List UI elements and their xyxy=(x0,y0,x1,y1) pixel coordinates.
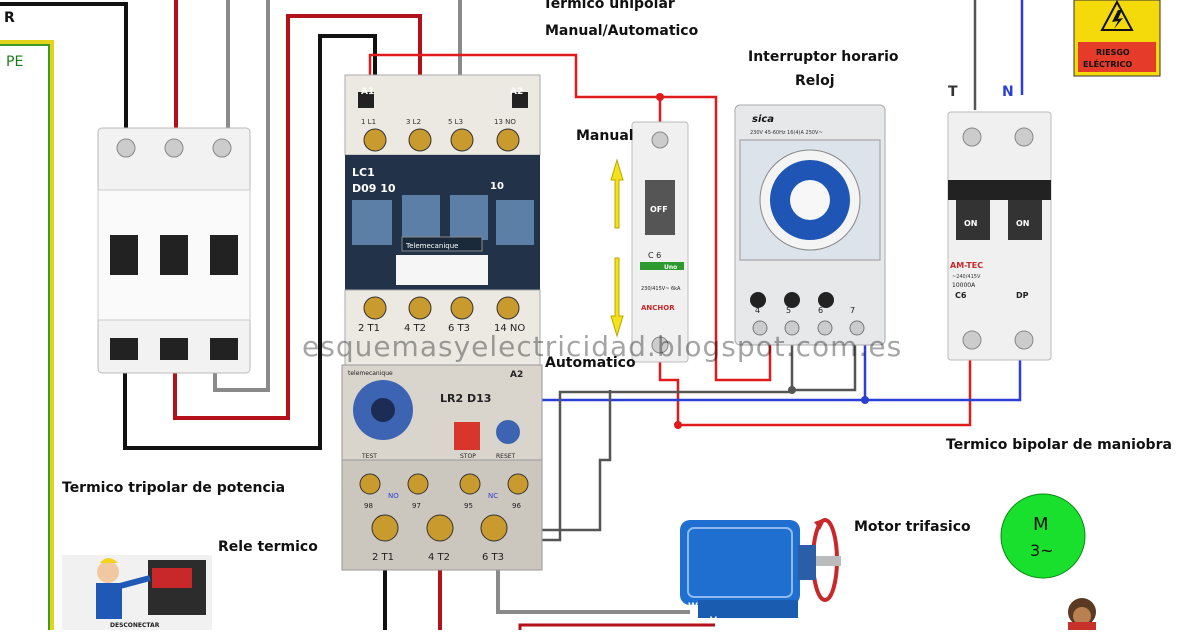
tripolar-breaker xyxy=(97,127,251,374)
overload-relay-model: LR2 D13 xyxy=(440,392,491,405)
motor-picture xyxy=(680,518,841,618)
bipolar-capacity: 10000A xyxy=(952,282,976,289)
overload-relay-contact-nc: NC xyxy=(488,492,498,500)
unipolar-series: Uno xyxy=(664,264,677,271)
contactor-top-terminal-4: 13 NO xyxy=(494,118,516,126)
reloj-label: Reloj xyxy=(795,73,835,89)
timer-terminal-6: 6 xyxy=(818,306,823,315)
person-avatar xyxy=(1068,598,1096,630)
contactor-bottom-terminal-3: 6 T3 xyxy=(448,323,470,334)
termico-unipolar-label: Termico unipolar xyxy=(543,0,675,12)
bipolar-breaker xyxy=(947,111,1052,361)
contactor-brand: Telemecanique xyxy=(405,242,458,250)
electrical-hazard-sign xyxy=(1073,0,1161,77)
bipolar-voltage: ~240/415V xyxy=(952,274,981,280)
timer-spec: 230V 45-60Hz 16(4)A 250V~ xyxy=(750,130,823,136)
timer-brand: sica xyxy=(752,114,774,125)
overload-relay-contact-98: 98 xyxy=(364,502,373,510)
overload-relay-contact-no: NO xyxy=(388,492,399,500)
overload-relay-output-3: 6 T3 xyxy=(482,552,504,563)
contactor-model-line2: D09 10 xyxy=(352,182,396,195)
warning-line1: RIESGO xyxy=(1096,48,1130,57)
motor-v-label: V xyxy=(710,616,717,626)
timer-terminal-5: 5 xyxy=(786,306,791,315)
overload-relay xyxy=(341,364,543,571)
motor-symbol-phase: 3~ xyxy=(1030,541,1054,560)
overload-relay-contact-97: 97 xyxy=(412,502,421,510)
automatico-arrow xyxy=(610,257,624,338)
bipolar-on-2: ON xyxy=(1016,219,1030,228)
interruptor-horario-label: Interruptor horario xyxy=(748,49,899,65)
unipolar-brand: ANCHOR xyxy=(641,304,675,312)
bipolar-on-1: ON xyxy=(964,219,978,228)
bipolar-type: DP xyxy=(1016,291,1029,300)
rele-termico-label: Rele termico xyxy=(218,539,318,555)
motor-wires xyxy=(383,565,715,630)
unipolar-rating: C 6 xyxy=(648,251,661,260)
timer-terminal-4: 4 xyxy=(755,306,760,315)
overload-relay-brand: telemecanique xyxy=(348,370,393,377)
contactor-aux-number: 10 xyxy=(490,181,504,192)
overload-relay-stop: STOP xyxy=(460,453,476,460)
manual-automatico-label: Manual/Automatico xyxy=(545,23,699,39)
overload-relay-output-1: 2 T1 xyxy=(372,552,394,563)
contactor-top-terminal-3: 5 L3 xyxy=(448,118,463,126)
overload-relay-contact-95: 95 xyxy=(464,502,473,510)
motor-trifasico-label: Motor trifasico xyxy=(854,519,971,535)
contactor-bottom-terminal-1: 2 T1 xyxy=(358,323,380,334)
automatico-label: Automatico xyxy=(545,355,636,371)
time-switch xyxy=(734,104,886,346)
r-label: R xyxy=(4,10,15,26)
disconnect-text: DESCONECTAR xyxy=(110,622,160,629)
overload-relay-reset: RESET xyxy=(496,453,516,460)
t-label: T xyxy=(948,84,958,100)
bipolar-brand: AM-TEC xyxy=(950,261,983,270)
warning-line2: ELÉCTRICO xyxy=(1083,58,1132,69)
n-label: N xyxy=(1002,84,1014,100)
bipolar-rating: C6 xyxy=(955,291,967,300)
contactor xyxy=(344,74,541,366)
contactor-bottom-terminal-2: 4 T2 xyxy=(404,323,426,334)
pe-conductor xyxy=(0,40,54,630)
timer-terminal-7: 7 xyxy=(850,306,855,315)
motor-symbol-m: M xyxy=(1033,514,1049,535)
termico-tripolar-label: Termico tripolar de potencia xyxy=(62,480,285,496)
motor-symbol xyxy=(1000,493,1086,579)
manual-arrow xyxy=(610,158,624,229)
pe-label: PE xyxy=(6,54,23,70)
contactor-top-terminal-2: 3 L2 xyxy=(406,118,421,126)
unipolar-spec: 230/415V~ 6kA xyxy=(641,286,681,292)
overload-relay-output-2: 4 T2 xyxy=(428,552,450,563)
watermark: esquemasyelectricidad.blogspot.com.es xyxy=(302,330,902,363)
overload-relay-contact-96: 96 xyxy=(512,502,521,510)
disconnect-picture xyxy=(62,555,212,630)
unipolar-breaker xyxy=(631,121,689,363)
unipolar-off: OFF xyxy=(650,205,668,214)
manual-label: Manual xyxy=(576,128,634,144)
contactor-model-line1: LC1 xyxy=(352,166,375,179)
termico-bipolar-label: Termico bipolar de maniobra xyxy=(946,437,1172,453)
contactor-a1: A1 xyxy=(361,87,374,97)
overload-relay-test: TEST xyxy=(361,453,377,460)
contactor-a2: A2 xyxy=(510,87,523,97)
motor-w-label: W xyxy=(688,602,698,612)
contactor-top-terminal-1: 1 L1 xyxy=(361,118,376,126)
overload-relay-a2: A2 xyxy=(510,370,523,380)
contactor-bottom-terminal-4: 14 NO xyxy=(494,323,525,334)
